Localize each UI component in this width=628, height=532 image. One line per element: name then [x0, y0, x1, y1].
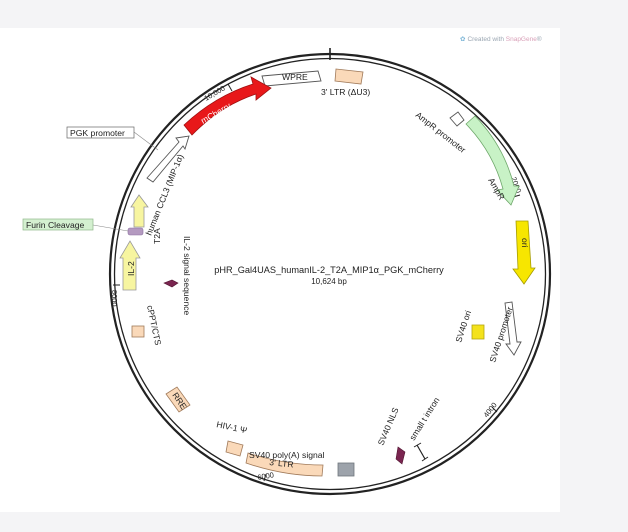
tick-label-4000: 4000	[481, 401, 498, 420]
t2a-feature[interactable]	[130, 194, 149, 228]
furin-leader-line	[92, 224, 129, 232]
small-t-intron-feature[interactable]	[416, 444, 426, 460]
sv40-ori-label: SV40 ori	[453, 309, 473, 344]
small-t-intron-label: small t intron	[407, 395, 441, 442]
hiv1-psi-label: HIV-1 Ψ	[216, 419, 248, 435]
pgk-label-box	[66, 126, 135, 139]
sv40-polya-label: SV40 poly(A) signal	[249, 450, 325, 460]
ori-label: ori	[520, 238, 530, 248]
cppt-feature[interactable]	[131, 325, 145, 338]
furin-label: Furin Cleavage	[26, 220, 84, 230]
watermark-brand: SnapGene	[505, 36, 537, 43]
pgk-leader-line	[133, 131, 159, 151]
sv40-ori-feature[interactable]	[471, 324, 485, 340]
sv40-nls-label: SV40 NLS	[376, 406, 401, 447]
ltr3-bottom-label: 3' LTR	[269, 457, 294, 469]
plasmid-name: pHR_Gal4UAS_humanIL-2_T2A_MIP1α_PGK_mChe…	[214, 265, 444, 275]
small-t-intron-cap-top	[413, 442, 422, 448]
tick-label-8000: 8000	[110, 290, 119, 306]
cppt-label: cPPT/CTS	[145, 304, 163, 346]
tick-label-6000: 6000	[257, 470, 275, 482]
rre-feature[interactable]	[165, 386, 191, 413]
tick-mark-4000	[491, 406, 498, 413]
ampr-feature[interactable]	[465, 115, 520, 206]
sv40-promoter-feature[interactable]	[504, 301, 522, 356]
ampr-promoter-feature[interactable]	[449, 111, 465, 127]
sv40-polya-feature[interactable]	[337, 462, 355, 477]
ori-feature[interactable]	[512, 220, 536, 285]
map-canvas	[0, 28, 560, 512]
watermark-mark: ®	[536, 36, 542, 43]
ltr3-top-feature[interactable]	[334, 68, 364, 85]
il2-signal-label: IL-2 signal sequence	[182, 236, 192, 316]
sv40-nls-feature[interactable]	[395, 446, 406, 465]
snapgene-watermark: ✿Created with SnapGene®	[460, 35, 542, 43]
il2-feature[interactable]	[119, 240, 141, 291]
ltr3-top-label: 3' LTR (ΔU3)	[321, 87, 370, 97]
il2-label: IL-2	[126, 261, 136, 276]
watermark-text: Created with	[467, 36, 506, 43]
t2a-label: T2A	[152, 228, 162, 244]
wpre-label: WPRE	[282, 72, 308, 82]
snapgene-logo-icon: ✿	[460, 36, 466, 43]
tick-mark-10000	[227, 83, 233, 92]
tick-mark-6000	[263, 473, 267, 482]
plasmid-size: 10,624 bp	[311, 277, 347, 286]
pgk-label: PGK promoter	[70, 128, 125, 138]
hiv1-psi-feature[interactable]	[225, 440, 244, 457]
wpre-feature[interactable]	[261, 70, 322, 87]
mcherry-feature[interactable]	[183, 76, 272, 136]
pgk-promoter-feature[interactable]	[146, 135, 190, 183]
small-t-intron-cap-bottom	[421, 456, 429, 462]
il2-signal-feature[interactable]	[163, 279, 179, 288]
furin-label-box	[22, 218, 94, 231]
furin-feature[interactable]	[127, 227, 144, 236]
ltr3-bottom-feature[interactable]	[245, 452, 324, 477]
